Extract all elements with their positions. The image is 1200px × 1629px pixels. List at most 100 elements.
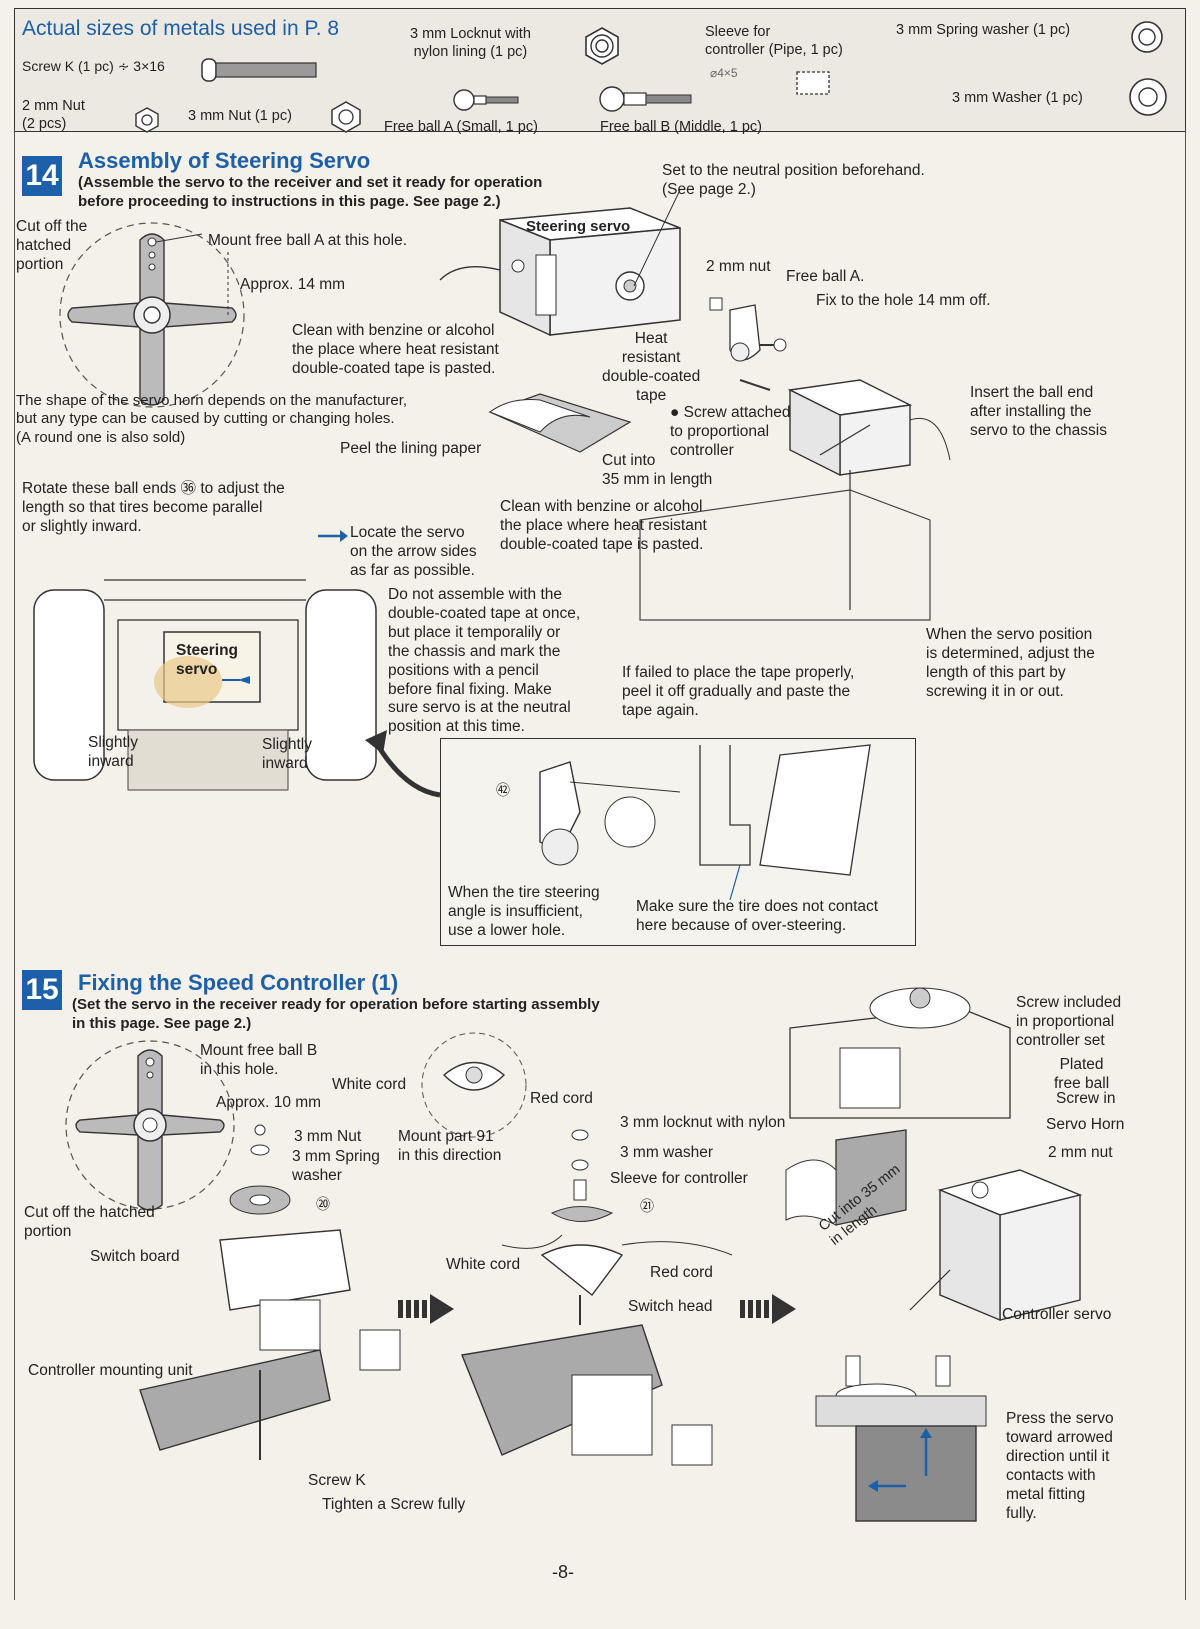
s14-steering-servo: Steering servo xyxy=(526,218,631,235)
s15-nut3: 3 mm Nut xyxy=(294,1128,362,1145)
s14-if-failed: If failed to place the tape properly, pe… xyxy=(622,664,855,719)
car-topview-drawing xyxy=(33,579,377,791)
parts-nut2: 2 mm Nut (2 pcs) xyxy=(22,98,85,132)
washer-icon xyxy=(1129,78,1167,116)
s14-mount-a: Mount free ball A at this hole. xyxy=(208,232,408,249)
section-15-title: Fixing the Speed Controller (1) xyxy=(78,970,399,995)
nut3-icon xyxy=(331,101,361,133)
s15-red-cord2: Red cord xyxy=(650,1264,713,1281)
free-ball-a-icon xyxy=(453,89,519,111)
s14-cut-off: Cut off the hatched portion xyxy=(16,218,88,273)
servo-horn-exploded xyxy=(709,297,787,391)
parts-free-ball-b: Free ball B (Middle, 1 pc) xyxy=(600,119,762,135)
s15-white-cord2: White cord xyxy=(446,1256,521,1273)
s14-heat-tape: Heat resistant double-coated tape xyxy=(602,330,701,404)
s15-part91: ㉑ xyxy=(640,1198,654,1214)
chassis-servo-drawing xyxy=(639,379,951,621)
s14-screw-attached: ● Screw attached to proportional control… xyxy=(670,404,791,459)
s15-part90: ⑳ xyxy=(316,1196,330,1212)
s14-slightly-left: Slightly inward xyxy=(88,734,138,770)
s15-screw-k: Screw K xyxy=(308,1472,366,1489)
s14-free-ball-a: Free ball A. xyxy=(786,268,865,285)
s15-switch-board: Switch board xyxy=(90,1248,180,1265)
parts-sleeve: Sleeve for controller (Pipe, 1 pc) xyxy=(705,24,843,58)
s15-controller-servo: Controller servo xyxy=(1002,1306,1112,1323)
neutral-leader-line xyxy=(633,189,681,287)
inset-arrow-icon xyxy=(365,730,441,798)
s15-sleeve: Sleeve for controller xyxy=(610,1170,748,1187)
free-ball-b-icon xyxy=(599,86,692,112)
s14-neutral: Set to the neutral position beforehand. … xyxy=(662,162,925,198)
s15-press: Press the servo toward arrowed direction… xyxy=(1006,1410,1114,1522)
s15-switch-head: Switch head xyxy=(628,1298,713,1315)
s15-nut2: 2 mm nut xyxy=(1048,1144,1113,1161)
s14-locate: Locate the servo on the arrow sides as f… xyxy=(350,524,477,579)
s15-red-cord: Red cord xyxy=(530,1090,593,1107)
s15-mount91: Mount part 91 in this direction xyxy=(398,1128,502,1164)
servo-horn-b-drawing xyxy=(65,1040,235,1211)
s15-cut-off: Cut off the hatched portion xyxy=(24,1204,155,1240)
s14-approx14: Approx. 14 mm xyxy=(240,276,346,293)
right-arrow-1-icon xyxy=(398,1294,454,1324)
locknut-icon xyxy=(585,27,619,65)
s14-peel: Peel the lining paper xyxy=(340,440,482,457)
s15-spring-washer: 3 mm Spring washer xyxy=(292,1148,380,1184)
spring-washer-icon xyxy=(1131,21,1163,53)
s15-locknut: 3 mm locknut with nylon xyxy=(620,1114,786,1131)
s14-no-contact: Make sure the tire does not contact here… xyxy=(636,898,879,934)
controller-assembly-left xyxy=(139,1124,401,1460)
s14-nut2: 2 mm nut xyxy=(706,258,771,275)
parts-locknut: 3 mm Locknut with nylon lining (1 pc) xyxy=(410,26,531,60)
s14-part42: ㊷ xyxy=(496,782,510,798)
page-frame xyxy=(14,130,1186,1600)
s15-mount-b: Mount free ball B in this hole. xyxy=(200,1042,318,1078)
s15-white-cord: White cord xyxy=(332,1076,407,1093)
parts-screw-k: Screw K (1 pc) ∻ 3×16 xyxy=(22,58,165,74)
parts-title: Actual sizes of metals used in P. 8 xyxy=(22,17,340,40)
controller-assembly-middle xyxy=(461,1129,733,1466)
s14-rotate: Rotate these ball ends ㊱ to adjust the l… xyxy=(22,480,285,535)
s14-slightly-right: Slightly inward xyxy=(262,736,312,772)
inset-tire-drawing xyxy=(699,744,871,901)
parts-free-ball-a: Free ball A (Small, 1 pc) xyxy=(384,119,538,135)
s14-tire-angle: When the tire steering angle is insuffic… xyxy=(448,884,600,939)
section-15-subtitle: (Set the servo in the receiver ready for… xyxy=(72,996,600,1032)
parts-spring-washer: 3 mm Spring washer (1 pc) xyxy=(896,22,1071,38)
press-servo-drawing xyxy=(815,1355,987,1522)
sleeve-icon xyxy=(796,71,830,95)
s14-when-servo: When the servo position is determined, a… xyxy=(926,626,1095,700)
section-15-number: 15 xyxy=(22,970,62,1010)
parts-sleeve-dim: ⌀4×5 xyxy=(710,66,738,80)
s14-steering-servo2: Steering servo xyxy=(176,642,239,678)
s14-fix-hole: Fix to the hole 14 mm off. xyxy=(816,292,991,309)
screw-k-icon xyxy=(201,58,317,82)
section-14-title: Assembly of Steering Servo xyxy=(78,148,371,173)
controller-servo-drawing xyxy=(909,1169,1083,1322)
s15-controller-unit: Controller mounting unit xyxy=(28,1362,193,1379)
nut2-icon xyxy=(135,107,159,133)
s15-servo-horn: Servo Horn xyxy=(1046,1116,1125,1133)
switch-head-top-drawing xyxy=(421,1032,527,1138)
page-number: -8- xyxy=(552,1562,574,1582)
s15-plated: Plated free ball xyxy=(1054,1056,1110,1092)
s14-horn-note: The shape of the servo horn depends on t… xyxy=(16,392,408,446)
parts-washer: 3 mm Washer (1 pc) xyxy=(952,90,1083,106)
section-14-number: 14 xyxy=(22,156,62,196)
right-arrow-2-icon xyxy=(740,1294,796,1324)
s15-screw-in: Screw in xyxy=(1056,1090,1116,1107)
steering-servo-drawing xyxy=(439,207,681,337)
s14-clean2: Clean with benzine or alcohol the place … xyxy=(500,498,707,553)
section-14-subtitle: (Assemble the servo to the receiver and … xyxy=(78,174,543,210)
s14-do-not: Do not assemble with the double-coated t… xyxy=(388,586,581,736)
locate-arrow-icon xyxy=(318,530,348,542)
s15-tighten: Tighten a Screw fully xyxy=(322,1496,466,1513)
tape-drawing-2 xyxy=(785,1129,907,1226)
inset-knuckle-drawing xyxy=(539,761,681,866)
s15-screw-included: Screw included in proportional controlle… xyxy=(1016,994,1122,1049)
s15-washer3: 3 mm washer xyxy=(620,1144,714,1161)
s14-cut35: Cut into 35 mm in length xyxy=(602,452,713,488)
tape-drawing xyxy=(488,393,632,453)
servo-horn-a-drawing xyxy=(59,222,245,408)
s15-approx10: Approx. 10 mm xyxy=(216,1094,322,1111)
parts-nut3: 3 mm Nut (1 pc) xyxy=(188,108,292,124)
